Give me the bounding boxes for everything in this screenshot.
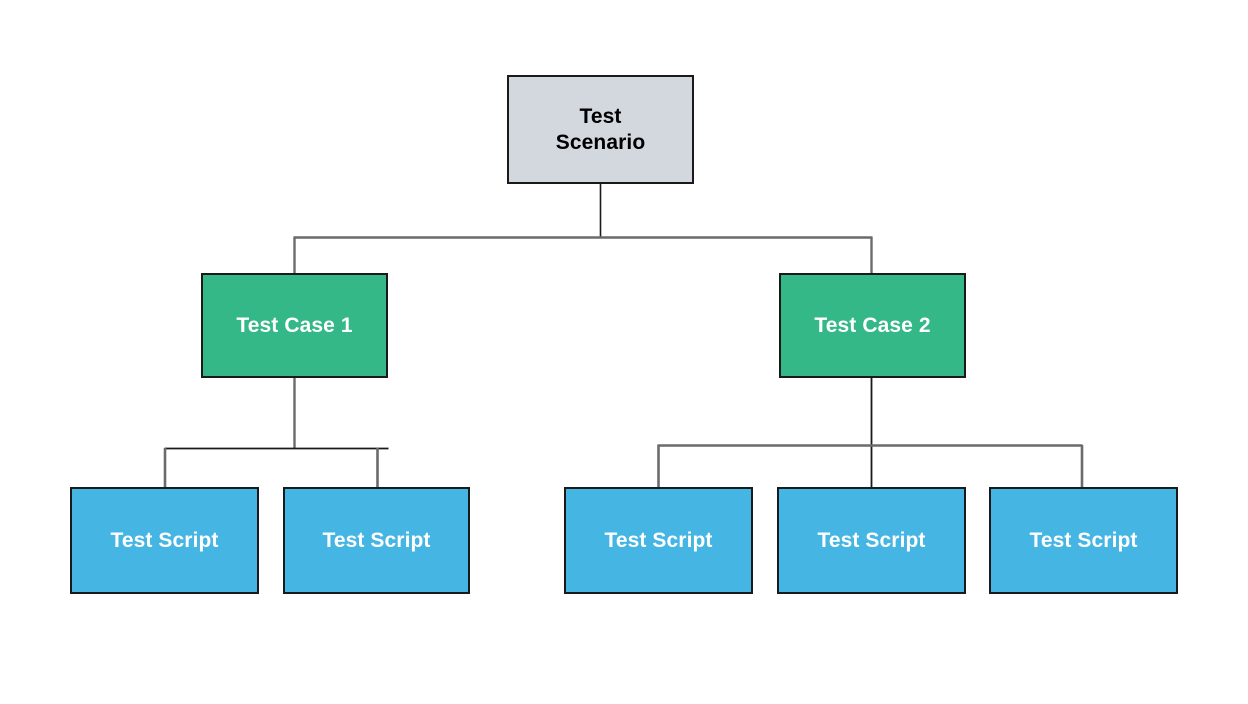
node-test-script-4-label: Test Script bbox=[817, 528, 926, 552]
node-test-script-3[interactable]: Test Script bbox=[564, 487, 753, 594]
node-test-case-1[interactable]: Test Case 1 bbox=[201, 273, 388, 378]
node-test-case-1-label: Test Case 1 bbox=[236, 313, 353, 337]
connector-root-to-cases bbox=[293, 184, 873, 273]
node-test-case-2-label: Test Case 2 bbox=[814, 313, 931, 337]
node-test-script-5[interactable]: Test Script bbox=[989, 487, 1178, 594]
connector-case2-to-scripts bbox=[657, 378, 1084, 488]
node-test-script-4[interactable]: Test Script bbox=[777, 487, 966, 594]
node-test-script-2-label: Test Script bbox=[322, 528, 431, 552]
node-test-script-1-label: Test Script bbox=[110, 528, 219, 552]
node-test-scenario[interactable]: Test Scenario bbox=[507, 75, 694, 184]
node-test-script-5-label: Test Script bbox=[1029, 528, 1138, 552]
node-test-script-3-label: Test Script bbox=[604, 528, 713, 552]
node-test-case-2[interactable]: Test Case 2 bbox=[779, 273, 966, 378]
node-test-script-1[interactable]: Test Script bbox=[70, 487, 259, 594]
connector-case1-to-scripts bbox=[163, 378, 389, 487]
node-test-script-2[interactable]: Test Script bbox=[283, 487, 470, 594]
node-test-scenario-label: Test Scenario bbox=[555, 104, 646, 154]
